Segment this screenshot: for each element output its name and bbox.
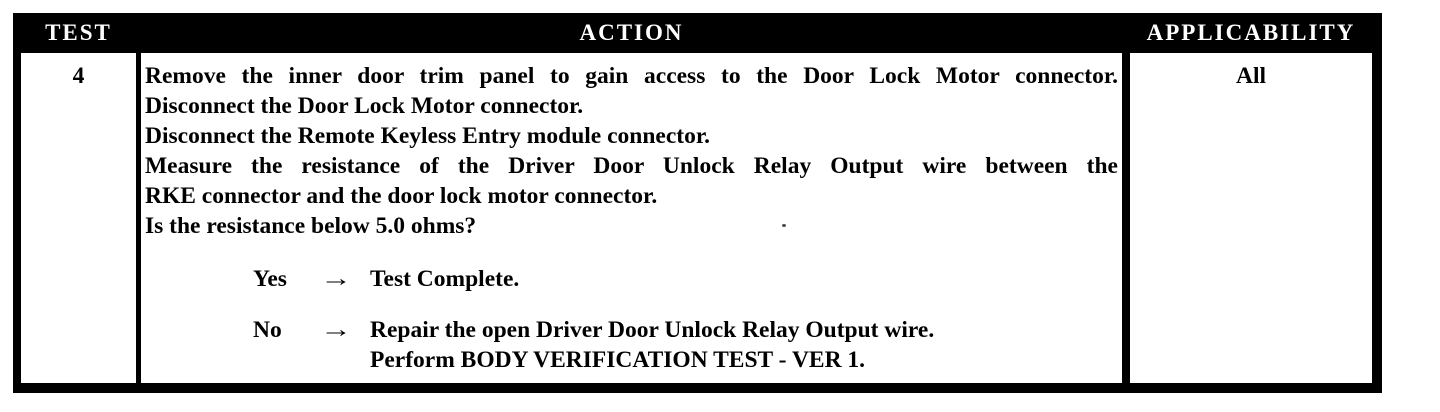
action-line: RKE connector and the door lock motor co…	[145, 183, 658, 209]
applicability-value: All	[1235, 63, 1267, 89]
test-number: 4	[72, 63, 85, 89]
scan-artifact-speck	[782, 224, 786, 227]
test-number-cell: 4	[21, 53, 136, 383]
action-line: Remove the inner door trim panel to gain…	[145, 63, 1118, 89]
decision-row-no: No → Repair the open Driver Door Unlock …	[253, 315, 1122, 375]
decision-result-line: Test Complete.	[370, 266, 520, 292]
arrow-right-icon: →	[320, 317, 352, 343]
decision-result-yes: Test Complete.	[370, 264, 519, 294]
action-cell: Remove the inner door trim panel to gain…	[141, 53, 1122, 383]
action-line: Disconnect the Remote Keyless Entry modu…	[145, 123, 710, 149]
applicability-cell: All	[1130, 53, 1372, 383]
action-line: Disconnect the Door Lock Motor connector…	[145, 93, 584, 119]
column-header-test: TEST	[45, 20, 112, 45]
action-line: Measure the resistance of the Driver Doo…	[145, 153, 1118, 179]
decision-result-no: Repair the open Driver Door Unlock Relay…	[370, 315, 934, 375]
decision-result-line: Perform BODY VERIFICATION TEST - VER 1.	[370, 347, 866, 373]
column-header-action: ACTION	[579, 20, 684, 45]
diagnostic-test-table: TEST ACTION APPLICABILITY 4 Remove the i…	[13, 13, 1382, 393]
arrow-right-icon: →	[320, 266, 352, 292]
action-question: Is the resistance below 5.0 ohms?	[145, 213, 477, 239]
decision-label-yes: Yes	[253, 266, 287, 292]
decision-row-yes: Yes → Test Complete.	[253, 264, 1122, 294]
decision-label-no: No	[253, 317, 282, 343]
column-header-applicability: APPLICABILITY	[1146, 20, 1356, 45]
decision-result-line: Repair the open Driver Door Unlock Relay…	[370, 317, 935, 343]
